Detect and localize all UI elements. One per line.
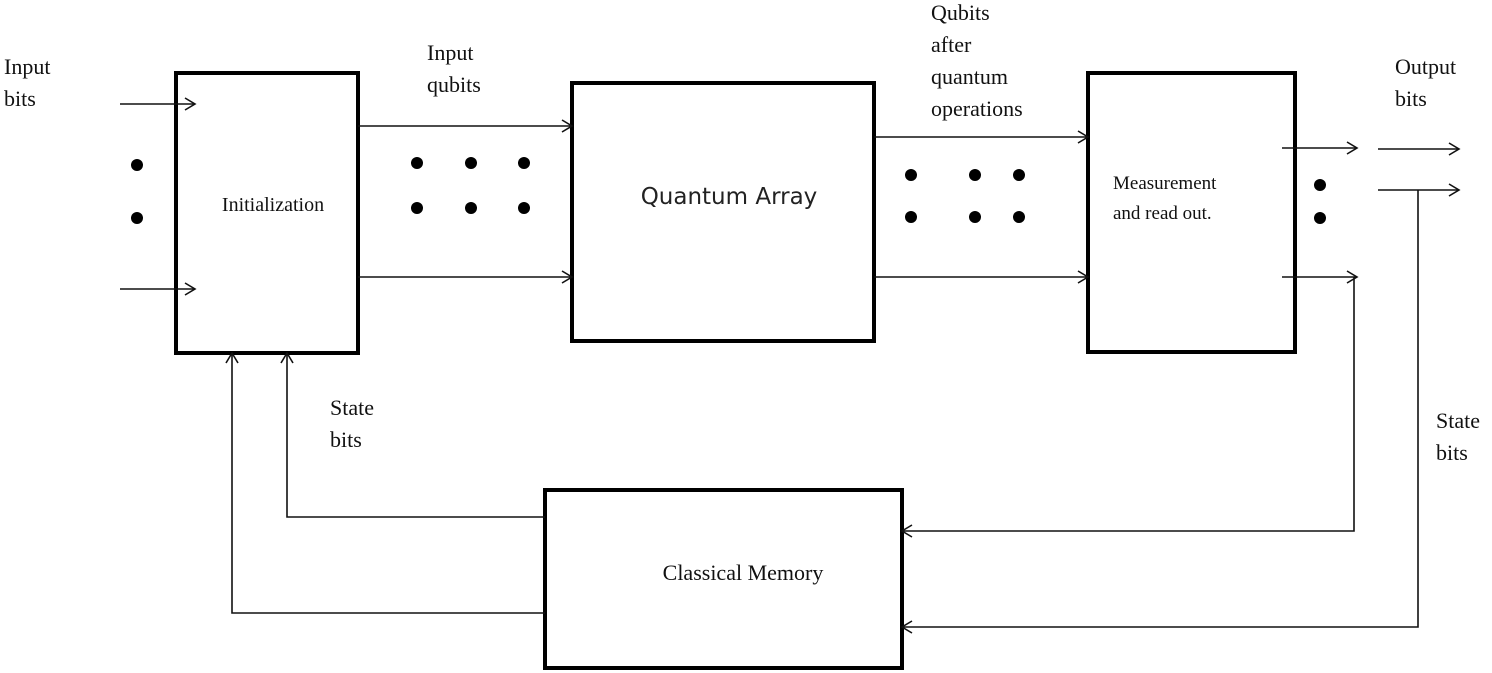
ellipsis-dot bbox=[969, 211, 981, 223]
state-bits-left-label-1: State bbox=[330, 395, 374, 420]
ellipsis-dot bbox=[1013, 211, 1025, 223]
output-bits-label-2: bits bbox=[1395, 86, 1427, 111]
state-bits-feedback-inner bbox=[900, 277, 1355, 538]
processed-qubit-arrow-bottom bbox=[874, 270, 1090, 284]
input-qubits-label-2: qubits bbox=[427, 72, 481, 97]
processed-qubit-arrow-top bbox=[874, 130, 1090, 144]
qubits-after-label-3: quantum bbox=[931, 64, 1008, 89]
measurement-output-arrow-top bbox=[1282, 141, 1359, 155]
ellipsis-dot bbox=[465, 202, 477, 214]
qubits-after-label-1: Qubits bbox=[931, 0, 990, 25]
state-bits-right-label-2: bits bbox=[1436, 440, 1468, 465]
ellipsis-dot bbox=[465, 157, 477, 169]
ellipsis-dot bbox=[905, 169, 917, 181]
ellipsis-dot bbox=[411, 202, 423, 214]
qubits-after-label-4: operations bbox=[931, 96, 1023, 121]
ellipsis-dot bbox=[969, 169, 981, 181]
input-bit-arrow-top bbox=[120, 97, 197, 111]
classical-memory-block bbox=[543, 488, 904, 670]
ellipsis-dot bbox=[411, 157, 423, 169]
ellipsis-dot bbox=[518, 202, 530, 214]
measurement-block bbox=[1086, 71, 1297, 354]
input-qubit-arrow-bottom bbox=[358, 270, 574, 284]
memory-to-init-arrow-inner bbox=[280, 351, 545, 518]
ellipsis-dot bbox=[1314, 212, 1326, 224]
quantum-array-label: Quantum Array bbox=[641, 184, 818, 210]
input-qubits-label-1: Input bbox=[427, 40, 473, 65]
input-bits-label-1: Input bbox=[4, 54, 50, 79]
measurement-output-arrow-bottom bbox=[1282, 270, 1359, 284]
classical-memory-label: Classical Memory bbox=[663, 560, 824, 585]
input-bits-label-2: bits bbox=[4, 86, 36, 111]
memory-to-init-arrow-outer bbox=[225, 351, 545, 614]
ellipsis-dot bbox=[905, 211, 917, 223]
ellipsis-dot bbox=[131, 212, 143, 224]
output-bits-label-1: Output bbox=[1395, 54, 1456, 79]
ellipsis-dot bbox=[1314, 179, 1326, 191]
output-bit-arrow-top bbox=[1378, 142, 1461, 156]
input-bit-arrow-bottom bbox=[120, 282, 197, 296]
initialization-label: Initialization bbox=[222, 194, 324, 216]
ellipsis-dot bbox=[518, 157, 530, 169]
measurement-label-line1: Measurement bbox=[1113, 173, 1217, 194]
ellipsis-dot bbox=[1013, 169, 1025, 181]
state-bits-right-label-1: State bbox=[1436, 408, 1480, 433]
quantum-array-block bbox=[570, 81, 876, 343]
state-bits-feedback-outer bbox=[900, 190, 1419, 634]
measurement-label-line2: and read out. bbox=[1113, 203, 1212, 224]
initialization-block bbox=[174, 71, 360, 355]
ellipsis-dot bbox=[131, 159, 143, 171]
qubits-after-label-2: after bbox=[931, 32, 972, 57]
input-qubit-arrow-top bbox=[358, 119, 574, 133]
state-bits-left-label-2: bits bbox=[330, 427, 362, 452]
